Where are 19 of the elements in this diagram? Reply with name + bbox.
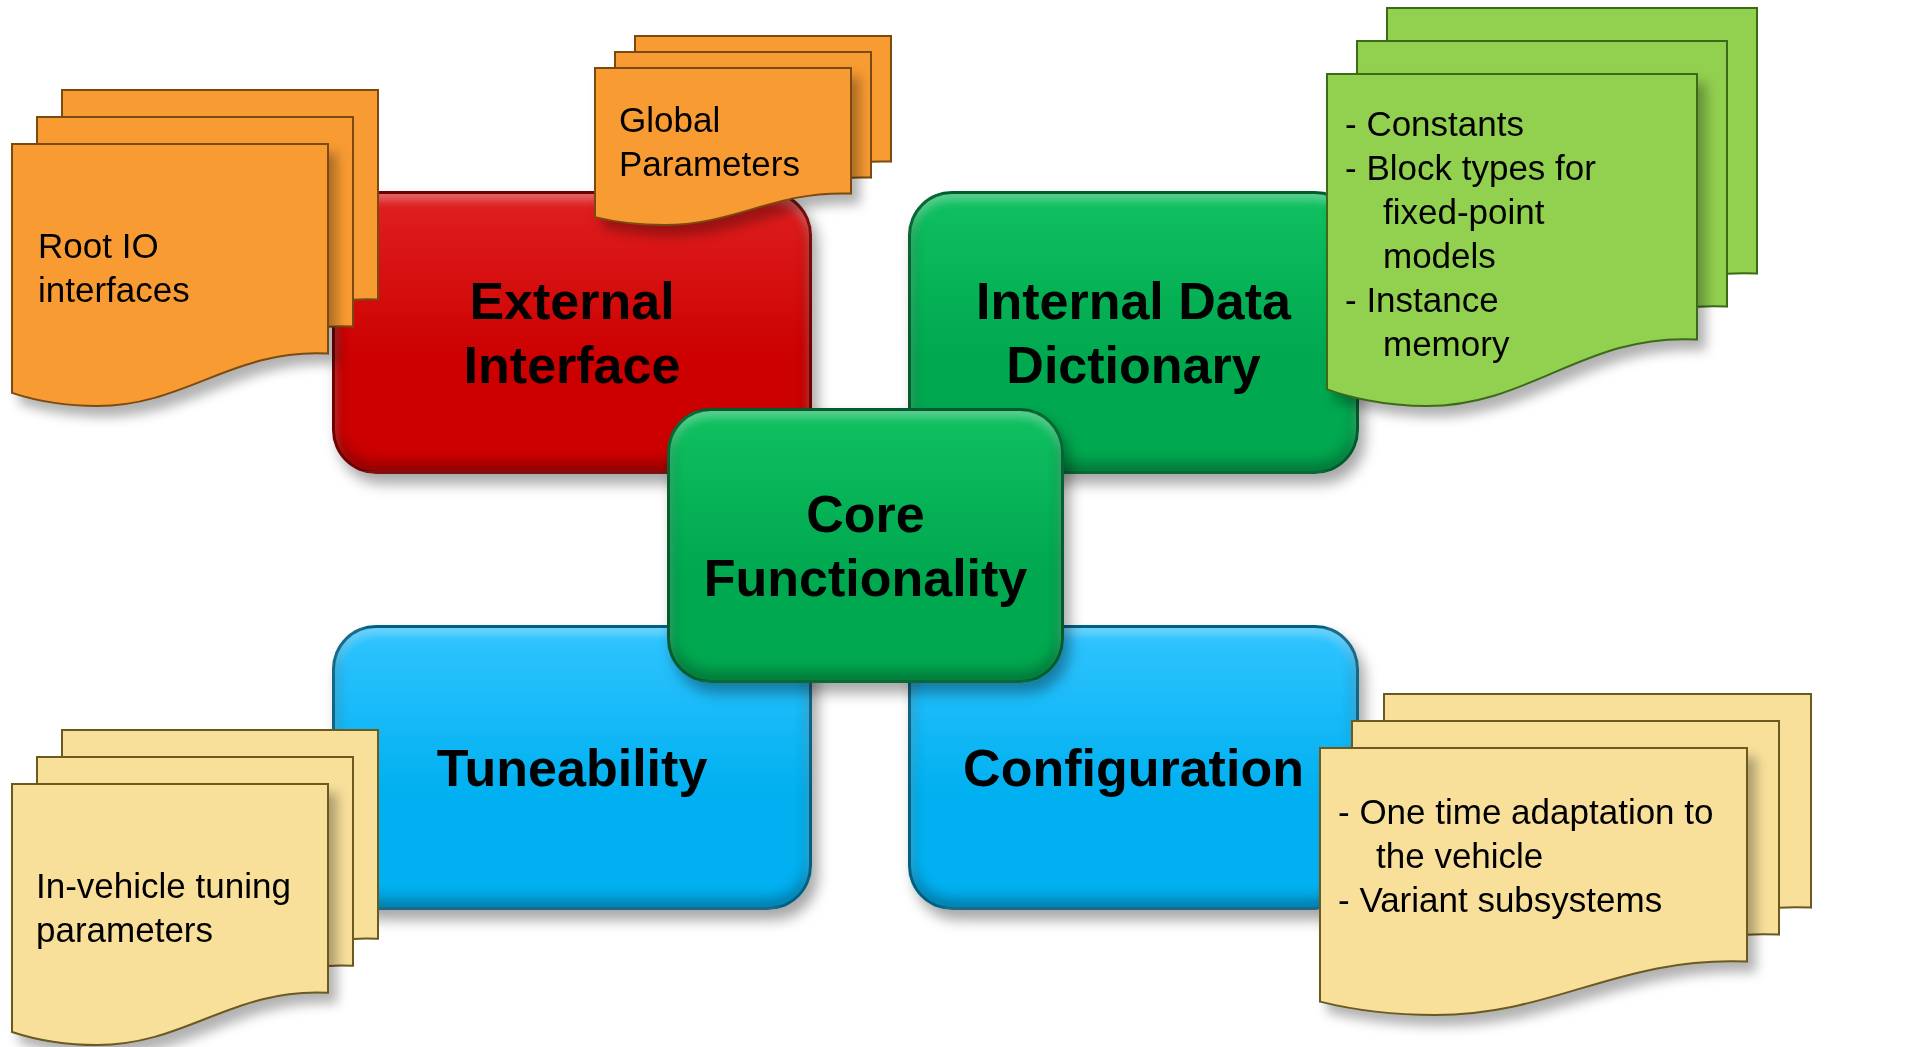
document-stack (12, 730, 378, 1045)
box-title: Configuration (963, 737, 1304, 799)
document-stack (1327, 8, 1757, 406)
list-item: - Variant subsystems (1337, 879, 1664, 921)
rounded-box (667, 408, 1064, 683)
box-title: Core Functionality (703, 483, 1028, 609)
list-item: - Block types for fixed-point models (1344, 147, 1597, 277)
document-text: In-vehicle tuning parameters (36, 865, 292, 951)
document-stack (595, 36, 891, 225)
document-stack (1320, 694, 1811, 1015)
document-text: Root IO interfaces (38, 225, 191, 311)
list-item: - Instance memory (1344, 279, 1511, 365)
document-text: Global Parameters (619, 99, 801, 185)
document-stack (12, 90, 378, 406)
list-item: - One time adaptation to the vehicle (1337, 791, 1715, 877)
box-title: Internal Data Dictionary (975, 270, 1293, 396)
box-title: Tuneability (436, 737, 708, 799)
box-title: External Interface (462, 270, 682, 396)
list-item: - Constants (1344, 103, 1525, 145)
